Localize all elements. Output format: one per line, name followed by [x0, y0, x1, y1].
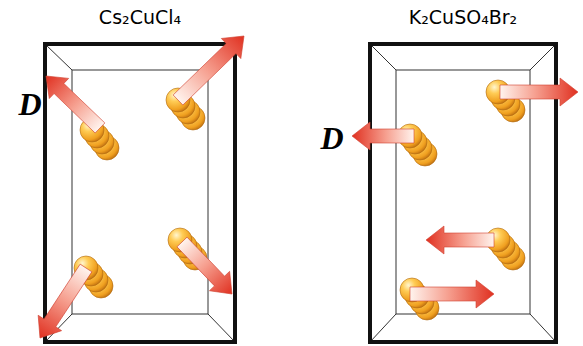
compound-title: Cs₂CuCl₄ — [99, 8, 181, 27]
dm-arrow — [426, 226, 494, 254]
unit-cell — [45, 44, 556, 342]
copper-chain — [74, 80, 525, 320]
dm-label: D — [320, 122, 343, 154]
dm-arrow — [500, 78, 578, 106]
dm-arrow — [168, 26, 253, 110]
dm-arrow — [352, 122, 414, 150]
dm-label: D — [18, 88, 41, 120]
dm-arrow — [28, 260, 97, 345]
dm-vector — [28, 26, 578, 346]
dm-arrow — [36, 66, 109, 138]
dm-arrow — [410, 280, 494, 308]
compound-title: K₂CuSO₄Br₂ — [409, 8, 517, 27]
dm-arrow — [172, 232, 242, 303]
